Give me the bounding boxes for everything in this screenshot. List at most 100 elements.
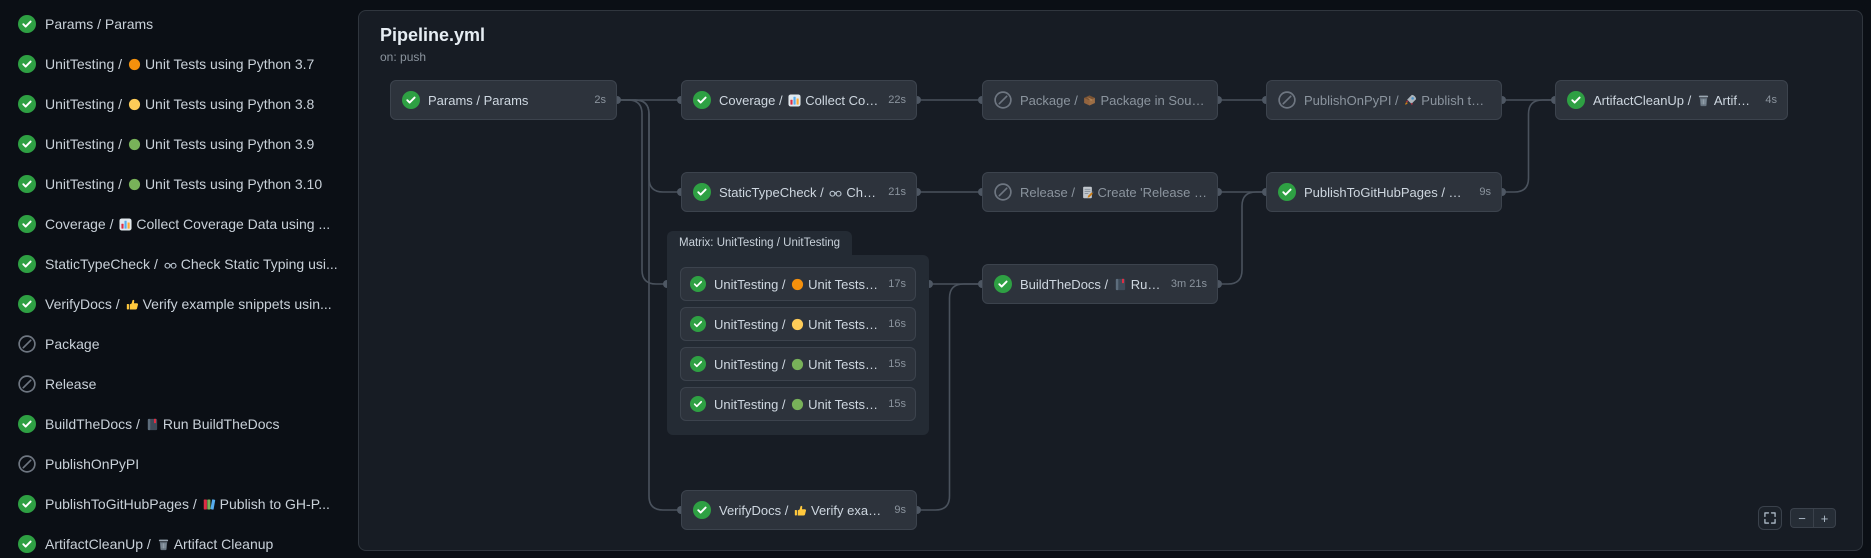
status-success-icon: [690, 396, 706, 412]
job-list-item[interactable]: Params / Params: [0, 4, 358, 44]
fullscreen-button[interactable]: [1758, 506, 1782, 530]
status-success-icon: [690, 276, 706, 292]
job-duration: 3m 21s: [1170, 278, 1207, 290]
status-skipped-icon: [994, 183, 1012, 201]
graph-node-publishtogithubpages[interactable]: PublishToGitHubPages / P...9s: [1266, 172, 1502, 212]
job-list-item[interactable]: Release: [0, 364, 358, 404]
status-success-icon: [1278, 183, 1296, 201]
status-skipped-icon: [18, 335, 36, 353]
zoom-controls: − +: [1758, 506, 1836, 530]
graph-node-release[interactable]: Release / Create 'Release Pa...: [982, 172, 1218, 212]
job-label: PublishOnPyPI / Publish to P...: [1304, 92, 1491, 108]
job-label: VerifyDocs / Verify example snippets usi…: [45, 296, 332, 312]
status-skipped-icon: [1278, 91, 1296, 109]
job-list-item[interactable]: StaticTypeCheck / Check Static Typing us…: [0, 244, 358, 284]
job-list-item[interactable]: UnitTesting / Unit Tests using Python 3.…: [0, 84, 358, 124]
status-skipped-icon: [18, 455, 36, 473]
graph-node-verifydocs[interactable]: VerifyDocs / Verify exampl...9s: [681, 490, 917, 530]
job-label: UnitTesting / Unit Tests using Python 3.…: [45, 96, 315, 112]
glasses-icon: [829, 186, 842, 199]
status-success-icon: [18, 535, 36, 553]
graph-node-package[interactable]: Package / Package in Source...: [982, 80, 1218, 120]
edge-params-to-verifydocs: [617, 99, 681, 511]
job-list-item[interactable]: VerifyDocs / Verify example snippets usi…: [0, 284, 358, 324]
job-label: Params / Params: [45, 16, 154, 32]
graph-node-statictypecheck[interactable]: StaticTypeCheck / Check ... 21s: [681, 172, 917, 212]
graph-node-unittesting-py38[interactable]: UnitTesting / Unit Tests u...16s: [680, 307, 916, 341]
job-duration: 17s: [888, 278, 906, 290]
job-label: UnitTesting / Unit Tests u...: [714, 356, 878, 372]
graph-node-buildthedocs[interactable]: BuildTheDocs / Run B... 3m 21s: [982, 264, 1218, 304]
job-label: UnitTesting / Unit Tests using Python 3.…: [45, 176, 323, 192]
edge-buildthedocs-to-publishtogithubpages: [1218, 191, 1266, 285]
job-duration: 22s: [888, 94, 906, 106]
zoom-in-button[interactable]: +: [1813, 508, 1836, 528]
job-label: Release / Create 'Release Pa...: [1020, 184, 1207, 200]
job-duration: 2s: [594, 94, 606, 106]
job-list-item[interactable]: UnitTesting / Unit Tests using Python 3.…: [0, 44, 358, 84]
job-label: PublishToGitHubPages / Publish to GH-P..…: [45, 496, 330, 512]
graph-node-artifactcleanup[interactable]: ArtifactCleanUp / Artifact ...4s: [1555, 80, 1788, 120]
orange-circle-icon: [128, 58, 141, 71]
job-list-item[interactable]: PublishToGitHubPages / Publish to GH-P..…: [0, 484, 358, 524]
job-list-item[interactable]: Package: [0, 324, 358, 364]
job-label: Package: [45, 336, 100, 352]
job-label: UnitTesting / Unit Tests u...: [714, 276, 878, 292]
job-list-item[interactable]: UnitTesting / Unit Tests using Python 3.…: [0, 164, 358, 204]
job-label: BuildTheDocs / Run B...: [1020, 276, 1161, 292]
job-label: UnitTesting / Unit Tests u...: [714, 396, 878, 412]
graph-node-publishonpypi[interactable]: PublishOnPyPI / Publish to P...: [1266, 80, 1502, 120]
job-list-item[interactable]: Coverage / Collect Coverage Data using .…: [0, 204, 358, 244]
status-success-icon: [690, 356, 706, 372]
yellow-circle-icon: [791, 318, 804, 331]
job-label: ArtifactCleanUp / Artifact Cleanup: [45, 536, 274, 552]
graph-node-unittesting-py37[interactable]: UnitTesting / Unit Tests u... 17s: [680, 267, 916, 301]
graph-node-coverage[interactable]: Coverage / Collect Cover...22s: [681, 80, 917, 120]
status-skipped-icon: [994, 91, 1012, 109]
job-label: Params / Params: [428, 92, 529, 108]
status-success-icon: [18, 295, 36, 313]
job-list-item[interactable]: UnitTesting / Unit Tests using Python 3.…: [0, 124, 358, 164]
job-label: VerifyDocs / Verify exampl...: [719, 502, 884, 518]
job-duration: 9s: [1479, 186, 1491, 198]
rocket-icon: [1404, 94, 1417, 107]
status-success-icon: [693, 501, 711, 519]
green-circle-icon: [791, 398, 804, 411]
matrix-group-body: UnitTesting / Unit Tests u...17sUnitTest…: [667, 255, 929, 435]
graph-canvas[interactable]: Params / Params 2s Coverage / Collect Cove…: [359, 11, 1862, 550]
edge-verifydocs-to-buildthedocs: [917, 283, 982, 511]
zoom-out-button[interactable]: −: [1790, 508, 1813, 528]
job-list-item[interactable]: BuildTheDocs / Run BuildTheDocs: [0, 404, 358, 444]
bar-chart-icon: [788, 93, 801, 107]
job-label: PublishOnPyPI: [45, 456, 140, 472]
job-list-item[interactable]: PublishOnPyPI: [0, 444, 358, 484]
green-circle-icon: [128, 178, 141, 191]
zoom-pair: − +: [1790, 508, 1836, 528]
job-label: StaticTypeCheck / Check Static Typing us…: [45, 256, 338, 272]
job-label: Package / Package in Source...: [1020, 92, 1207, 108]
status-success-icon: [18, 495, 36, 513]
fullscreen-icon: [1763, 511, 1777, 525]
thumbs-up-icon: [794, 504, 807, 517]
graph-node-unittesting-py39[interactable]: UnitTesting / Unit Tests u...15s: [680, 347, 916, 381]
status-success-icon: [18, 415, 36, 433]
job-label: ArtifactCleanUp / Artifact ...: [1593, 92, 1755, 108]
status-success-icon: [18, 255, 36, 273]
job-list-item[interactable]: ArtifactCleanUp / Artifact Cleanup: [0, 524, 358, 558]
job-duration: 16s: [888, 318, 906, 330]
job-label: Coverage / Collect Coverage Data using .…: [45, 216, 331, 232]
job-duration: 21s: [888, 186, 906, 198]
bar-chart-icon: [119, 218, 132, 231]
graph-node-params[interactable]: Params / Params 2s: [390, 80, 617, 120]
job-label: StaticTypeCheck / Check ...: [719, 184, 878, 200]
job-label: UnitTesting / Unit Tests using Python 3.…: [45, 56, 315, 72]
edge-publishtogithubpages-to-artifactcleanup: [1502, 99, 1555, 193]
graph-node-unittesting-py310[interactable]: UnitTesting / Unit Tests u... 15s: [680, 387, 916, 421]
status-success-icon: [693, 91, 711, 109]
job-duration: 15s: [888, 398, 906, 410]
job-label: UnitTesting / Unit Tests using Python 3.…: [45, 136, 315, 152]
status-success-icon: [18, 95, 36, 113]
